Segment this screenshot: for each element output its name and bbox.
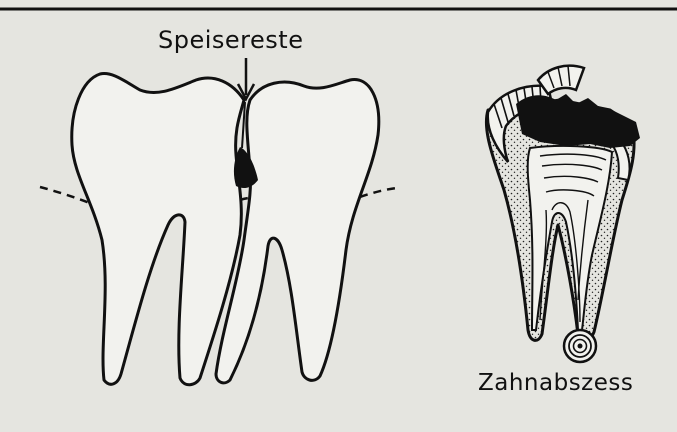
abscess-label: Zahnabszess — [478, 370, 633, 396]
food-debris-label: Speisereste — [158, 26, 303, 54]
left-molar-outline — [72, 73, 244, 384]
gum-line-right — [360, 188, 397, 197]
tooth-cross-section — [486, 66, 640, 362]
abscess-spiral — [564, 330, 596, 362]
